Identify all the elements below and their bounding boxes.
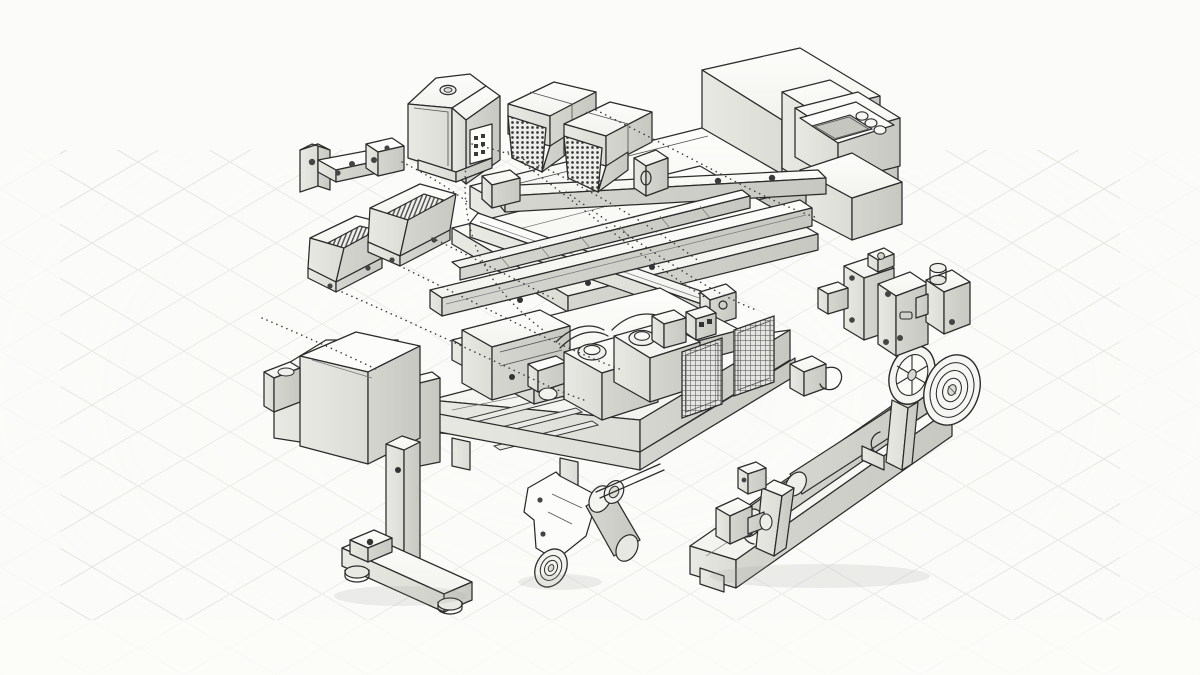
mounting-bracket [299, 137, 405, 193]
valve-manifold [651, 305, 717, 349]
leader-uv-lamp-a [507, 151, 707, 299]
contact-shadows [334, 564, 930, 606]
roller-end-pulley [534, 548, 568, 588]
uv-lamp-housing [563, 101, 653, 193]
connector-port [469, 123, 493, 165]
leader-service-cover [471, 143, 701, 263]
assembly-leader-lines [261, 109, 819, 401]
control-panel[interactable] [794, 91, 903, 241]
pinch-roller-assembly [523, 463, 665, 588]
left-end-cover [263, 331, 421, 465]
uv-lamp-housing [507, 81, 597, 173]
linear-rail [429, 199, 813, 317]
leader-bracket [401, 161, 471, 205]
leader-machine-left [261, 317, 379, 371]
spiral-flywheel [923, 354, 981, 426]
leveling-foot [344, 565, 370, 583]
service-station-cover [407, 73, 501, 185]
heater-panel [367, 183, 457, 267]
control-panel-buttons[interactable] [855, 111, 887, 135]
leader-uv-lamp-b [565, 191, 757, 311]
roller-clamp-bracket [861, 399, 919, 471]
leveling-foot [437, 597, 463, 615]
leader-heater-b [403, 267, 623, 371]
mesh-filter-panel [681, 337, 723, 419]
spacer-block [817, 281, 849, 315]
leader-service-cover-down [464, 165, 549, 335]
leader-lamp-to-rail [595, 109, 819, 219]
leader-heater-a [341, 291, 585, 401]
carriage-hook [789, 355, 843, 397]
printhead-module [461, 309, 571, 401]
frame-cross-rails [451, 189, 751, 281]
roller-clamp-bracket [715, 461, 795, 557]
bearing-housing [915, 262, 971, 335]
support-leg [341, 435, 473, 615]
mesh-filter-panel [733, 315, 775, 397]
sensor-block [633, 149, 669, 197]
